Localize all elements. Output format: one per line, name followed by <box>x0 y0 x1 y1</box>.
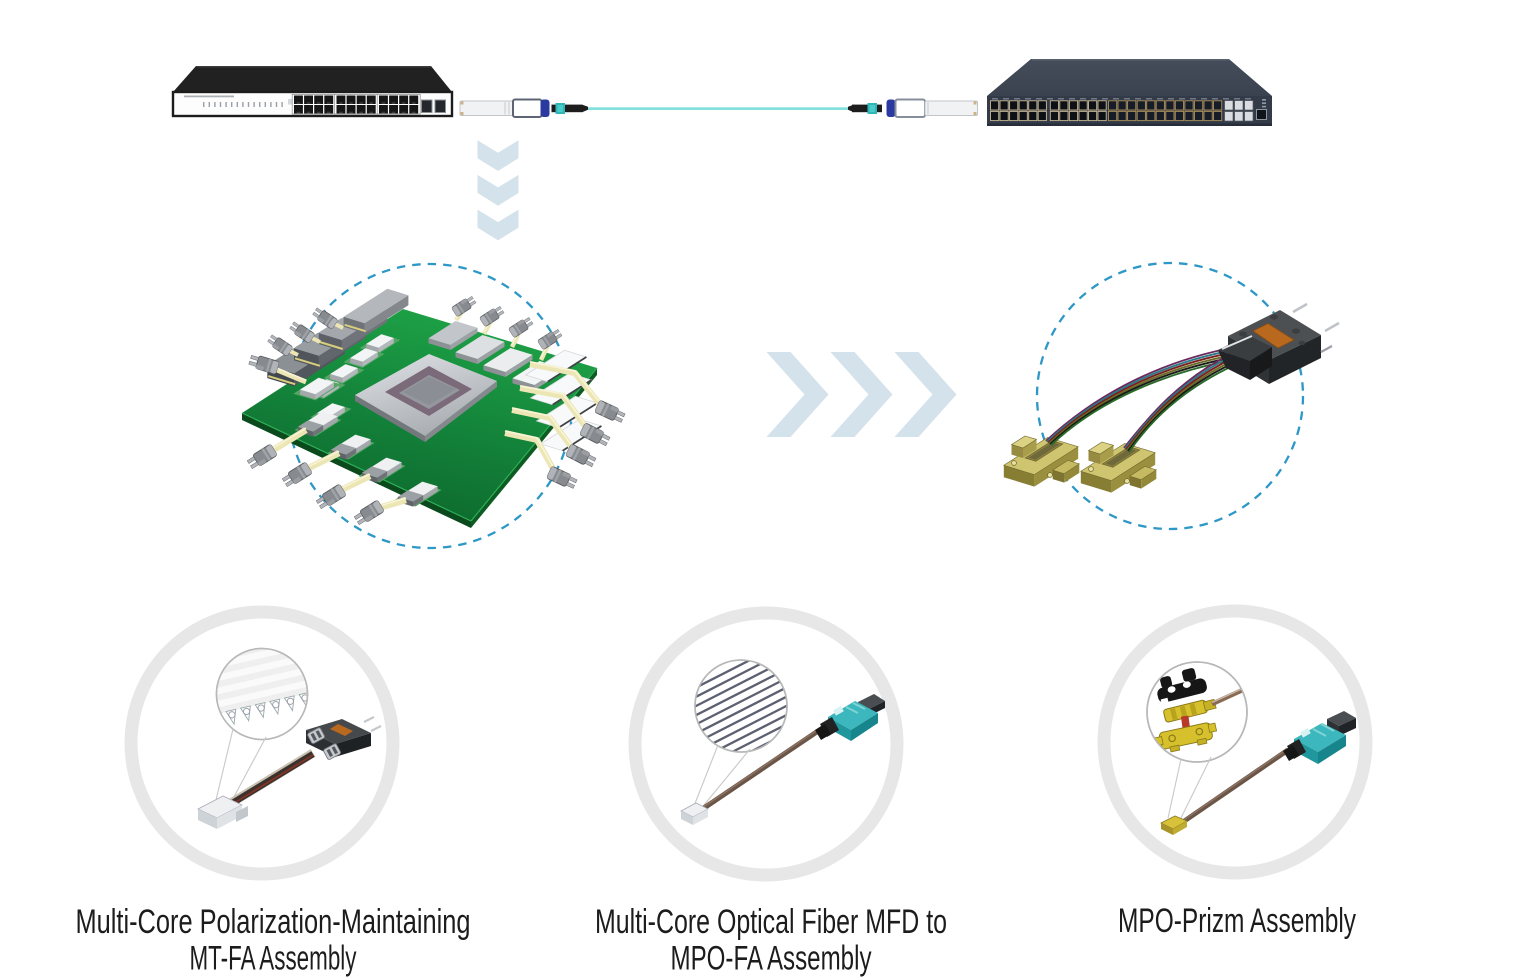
svg-text:MPO-Prizm Assembly: MPO-Prizm Assembly <box>1118 902 1357 940</box>
svg-text:Multi-Core Polarization-Mainta: Multi-Core Polarization-Maintaining <box>76 903 471 941</box>
svg-text:Multi-Core Optical Fiber MFD t: Multi-Core Optical Fiber MFD to <box>595 903 947 941</box>
svg-text:MT-FA Assembly: MT-FA Assembly <box>190 940 357 978</box>
svg-text:MPO-FA Assembly: MPO-FA Assembly <box>671 940 873 978</box>
